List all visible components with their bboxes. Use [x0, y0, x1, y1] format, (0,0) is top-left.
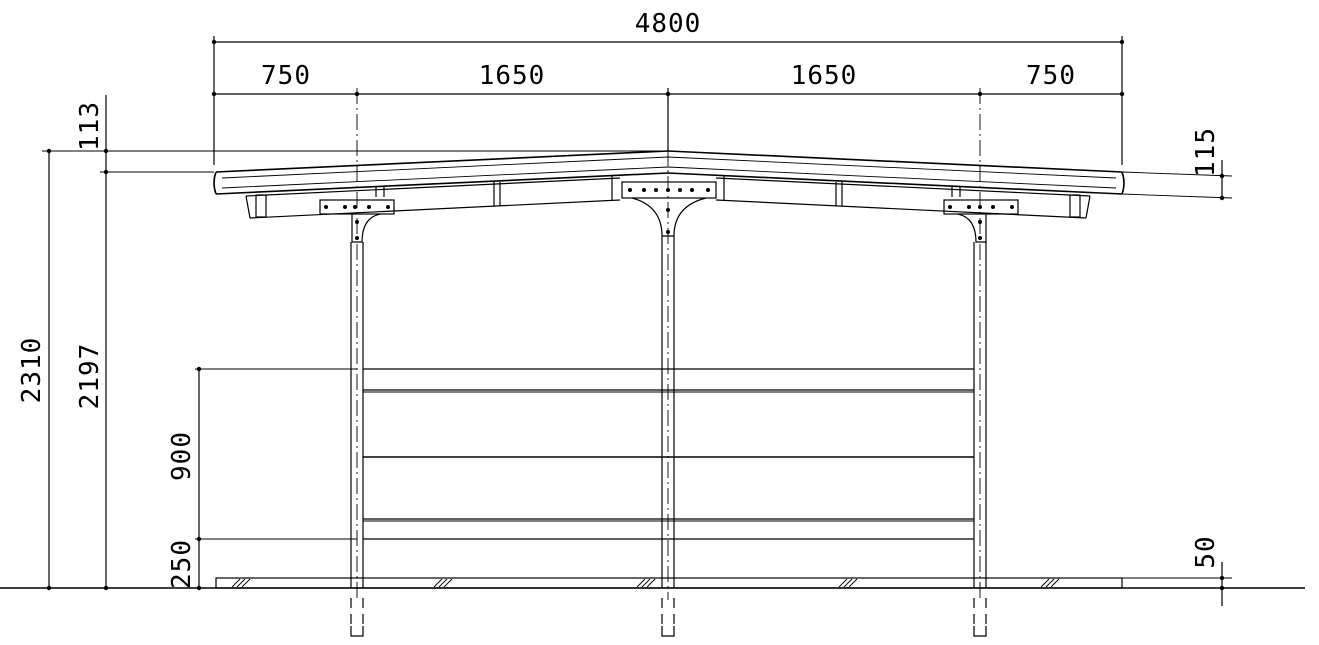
roof: [213, 150, 1125, 195]
right-dimension-group: 115 50: [1121, 127, 1233, 606]
roof-thickness-right-label: 115: [1191, 127, 1221, 177]
roof-thickness-left-label: 113: [75, 101, 105, 151]
columns: [350, 88, 987, 600]
foundation: [0, 577, 1305, 637]
left-overhang-label: 750: [261, 61, 311, 91]
right-overhang-label: 750: [1026, 61, 1076, 91]
total-height-label: 2310: [17, 337, 47, 404]
roof-beams: [245, 176, 1091, 219]
panel-height-label: 900: [167, 431, 197, 481]
eave-height-label: 2197: [75, 343, 105, 410]
brackets: [319, 181, 1019, 243]
right-span-label: 1650: [791, 61, 858, 91]
top-dimension-group: 4800 750 1650 1650 750: [211, 9, 1125, 165]
slab-thickness-label: 50: [1191, 535, 1221, 568]
left-dimension-group: 2310 113 2197 900 250: [17, 95, 668, 591]
overall-width-label: 4800: [635, 9, 702, 39]
panel-bottom-label: 250: [167, 539, 197, 589]
side-panels: [363, 368, 974, 540]
left-span-label: 1650: [479, 61, 546, 91]
